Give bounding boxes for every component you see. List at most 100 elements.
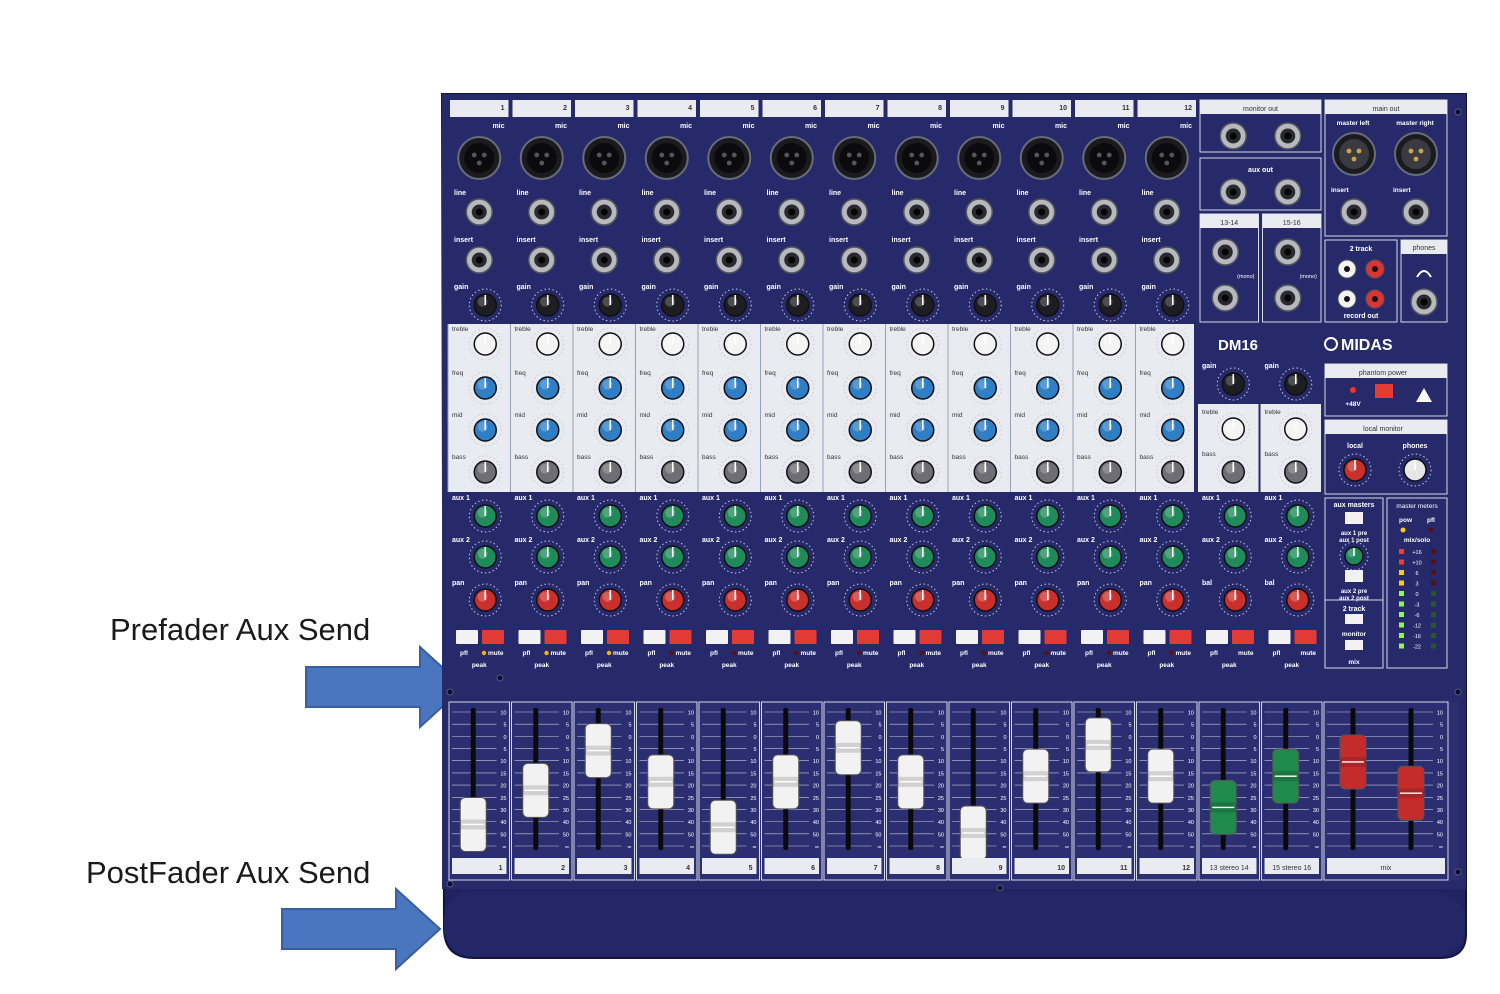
knob-scale [781, 327, 815, 361]
aux2-knob [968, 540, 1002, 574]
fader-scale-label: 5 [816, 747, 819, 753]
stereo-strip-label: 15 stereo 16 [1272, 865, 1311, 872]
eq-knob [656, 371, 690, 405]
rca-hole [1372, 296, 1378, 302]
knob-scale [1279, 455, 1313, 489]
knob-scale [468, 327, 502, 361]
fader-scale-label: 10 [688, 759, 694, 765]
fader-scale-label: 30 [1125, 808, 1131, 814]
aux1-master-knob [1339, 541, 1369, 571]
fader-scale-label: 5 [1128, 747, 1131, 753]
jack-hole [538, 256, 546, 264]
eq-row-label: treble [1140, 326, 1157, 333]
fader-scale-label: 10 [1437, 711, 1443, 717]
xlr-pin [1164, 160, 1170, 166]
fader-scale-label: 15 [750, 771, 756, 777]
eq-knob [1156, 371, 1190, 405]
pan-knob [1031, 583, 1065, 617]
xlr-pin [846, 152, 852, 158]
fader-scale-label: 50 [1188, 832, 1194, 838]
fader-scale-label: 0 [1066, 735, 1069, 741]
mute-button [732, 630, 754, 644]
peak-led [1044, 650, 1049, 656]
stereo-fader-frame [1198, 701, 1260, 881]
xlr-pin [919, 152, 925, 158]
fader-scale-label: 40 [563, 820, 569, 826]
knob-scale [843, 371, 877, 405]
knob-scale [593, 540, 627, 574]
mute-label: mute [801, 650, 817, 657]
stereo-pfl-button [1268, 630, 1291, 644]
fader-scale-label: 10 [563, 711, 569, 717]
mic-label: mic [1117, 123, 1129, 130]
eq-panel-cut [1198, 324, 1328, 364]
mix-select-label: mix [1348, 659, 1360, 666]
fader-scale-label: 0 [753, 735, 756, 741]
knob-scale [968, 288, 1002, 322]
jack-hole [913, 208, 921, 216]
channel-number: 4 [688, 105, 692, 112]
eq-row-label: treble [577, 326, 594, 333]
knob-scale [1216, 412, 1250, 446]
knob-scale [843, 583, 877, 617]
insert-label: insert [829, 237, 849, 244]
meter-led-right [1431, 612, 1436, 617]
knob-scale [781, 540, 815, 574]
meter-led-right [1431, 643, 1436, 649]
jack-hole [1229, 188, 1237, 196]
knob-scale [906, 499, 940, 533]
eq-row-label: treble [702, 326, 719, 333]
channel-number-plate [450, 100, 509, 117]
mute-button [1044, 630, 1067, 644]
peak-label: peak [659, 662, 674, 669]
insert-jack [653, 246, 681, 274]
mic-input-xlr [894, 136, 939, 180]
knob-scale [1093, 455, 1127, 489]
fader-scale-label: 50 [875, 832, 881, 838]
knob-scale [1031, 583, 1065, 617]
mic-label: mic [1055, 123, 1067, 130]
aux2-knob [531, 540, 565, 574]
knob-scale [656, 455, 690, 489]
fader-scale-label: 10 [1250, 711, 1256, 717]
xlr-inner [464, 143, 495, 173]
mic-label: mic [1180, 123, 1192, 130]
knob-scale [1216, 367, 1250, 401]
panel-screw [496, 674, 504, 682]
aux2-label: aux 2 [827, 537, 845, 544]
channel-fader [522, 708, 550, 850]
line-input-jack [653, 198, 681, 226]
xlr-pin [726, 160, 732, 166]
gain-knob [906, 288, 940, 322]
channel-number: 2 [563, 105, 567, 112]
fader-scale-label: 30 [938, 808, 944, 814]
eq-row-label: mid [1015, 412, 1026, 419]
mic-label: mic [867, 123, 879, 130]
headphones-icon [1416, 270, 1432, 278]
aux2-knob [1093, 540, 1127, 574]
aux2-knob [1031, 540, 1065, 574]
fader-scale-label: 50 [938, 832, 944, 838]
channel-fader [1147, 708, 1175, 850]
eq-knob [843, 371, 877, 405]
rca-hole [1344, 296, 1350, 302]
aux1-knob [656, 499, 690, 533]
stereo-gain-label: gain [1265, 363, 1279, 370]
fader-scale-label: 5 [816, 723, 819, 729]
eq-row-label: bass [952, 454, 966, 461]
eq-panel [448, 324, 1194, 492]
channel-number: 5 [751, 105, 755, 112]
channel-number: 3 [626, 105, 630, 112]
eq-row-label: bass [452, 454, 466, 461]
meter-scale-label: +16 [1412, 550, 1421, 556]
model-label: DM16 [1218, 337, 1258, 354]
gain-knob [531, 288, 565, 322]
fader-scale-label: 40 [750, 820, 756, 826]
knob-scale [1156, 413, 1190, 447]
aux1-label: aux 1 [1015, 495, 1033, 502]
stereo-pfl-button [1206, 630, 1228, 644]
eq-knob [468, 413, 502, 447]
aux2-label: aux 2 [765, 537, 783, 544]
panel-screw [1454, 108, 1462, 116]
channel-number: 7 [876, 105, 880, 112]
